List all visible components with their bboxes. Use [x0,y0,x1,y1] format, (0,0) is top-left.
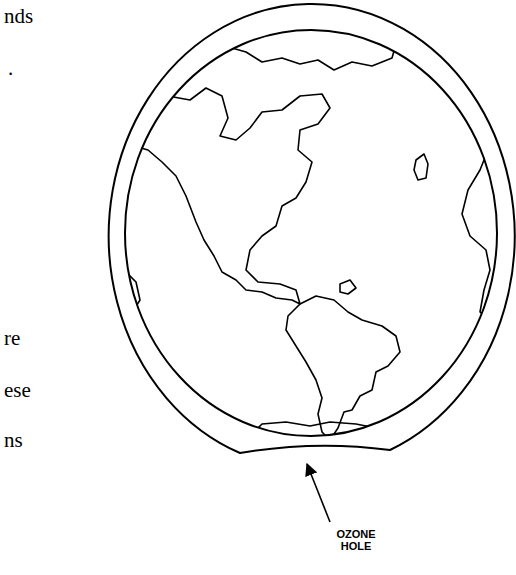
text-fragment: re [4,326,20,351]
ozone-layer [109,4,515,453]
north-america [130,88,330,304]
text-fragment: nds [4,4,33,29]
caribbean-island [340,280,356,294]
callout-label: OZONE HOLE [330,528,382,552]
leader-arrow [307,464,330,522]
greenland-island [414,154,428,180]
earth-globe [125,30,497,436]
west-coast [124,270,140,316]
arctic-coast [228,30,400,70]
text-fragment: ns [4,428,23,453]
south-america [286,296,400,440]
africa-coast [462,140,500,330]
text-fragment: . [8,56,13,81]
text-fragment: ese [4,378,31,403]
antarctica-coast [250,422,392,436]
